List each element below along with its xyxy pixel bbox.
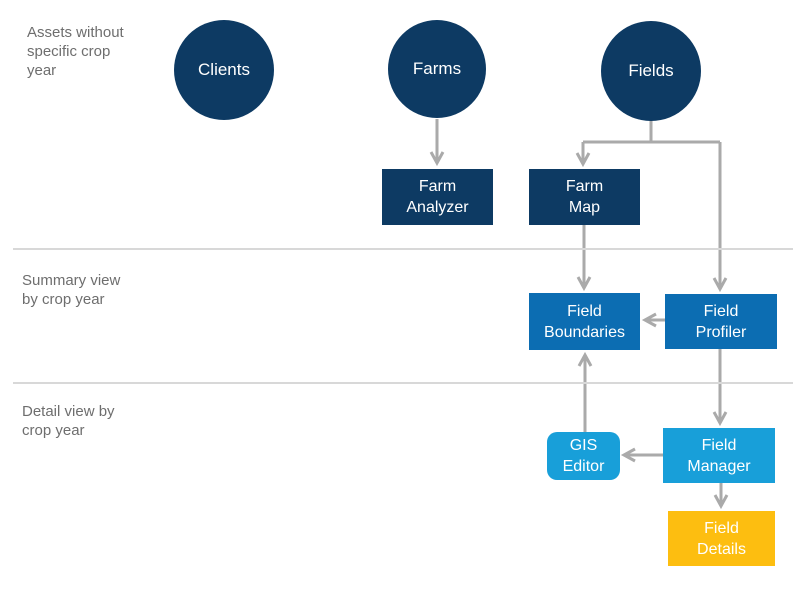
node-field-manager: Field Manager bbox=[663, 428, 775, 483]
node-farm-analyzer: Farm Analyzer bbox=[382, 169, 493, 225]
node-farms: Farms bbox=[388, 20, 486, 118]
section-label-summary: Summary view by crop year bbox=[22, 272, 121, 308]
node-clients: Clients bbox=[174, 20, 274, 120]
section-label-detail: Detail view by crop year bbox=[22, 403, 115, 439]
section-divider-1 bbox=[13, 248, 793, 250]
node-field-boundaries: Field Boundaries bbox=[529, 293, 640, 350]
section-divider-2 bbox=[13, 382, 793, 384]
section-label-assets: Assets without specific crop year bbox=[27, 24, 124, 79]
node-field-profiler: Field Profiler bbox=[665, 294, 777, 349]
node-fields: Fields bbox=[601, 21, 701, 121]
node-farm-map: Farm Map bbox=[529, 169, 640, 225]
node-gis-editor: GIS Editor bbox=[547, 432, 620, 480]
node-field-details: Field Details bbox=[668, 511, 775, 566]
